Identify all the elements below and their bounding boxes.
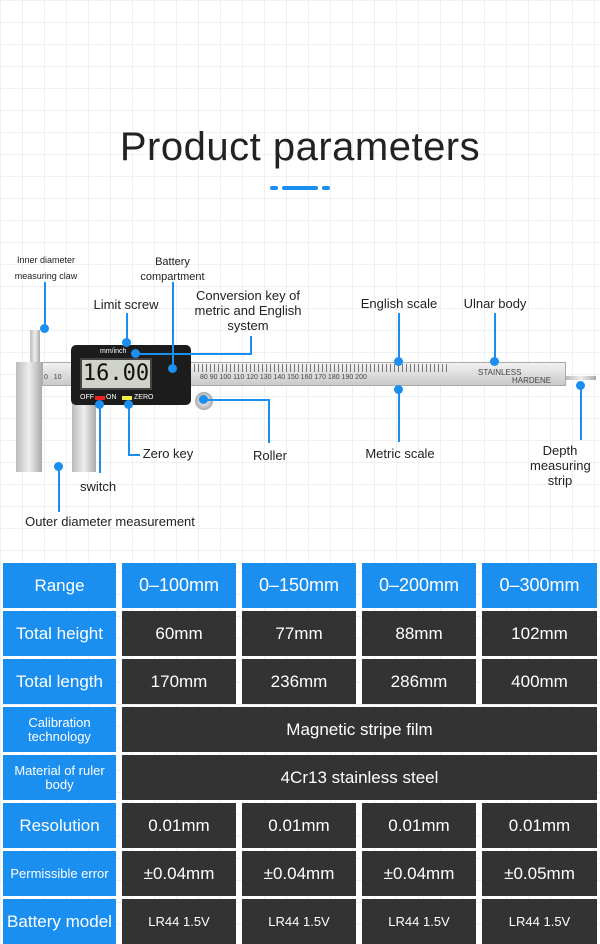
- off-text: OFF: [80, 394, 94, 401]
- table-cell: LR44 1.5V: [482, 899, 597, 944]
- table-cell: 0–150mm: [242, 563, 356, 608]
- mm-inch-key: mm/inch: [100, 348, 127, 355]
- table-cell: LR44 1.5V: [122, 899, 236, 944]
- table-cell: LR44 1.5V: [242, 899, 356, 944]
- table-cell: 0–300mm: [482, 563, 597, 608]
- table-cell: 60mm: [122, 611, 236, 656]
- stainless-text: STAINLESS: [478, 368, 522, 377]
- label-inner-diameter: Inner diameter measuring claw: [14, 255, 78, 281]
- row-label: Total length: [3, 659, 116, 704]
- label-ulnar-body: Ulnar body: [463, 296, 527, 311]
- label-zero-key: Zero key: [142, 446, 194, 461]
- table-cell: 286mm: [362, 659, 476, 704]
- table-cell: ±0.05mm: [482, 851, 597, 896]
- table-cell: 4Cr13 stainless steel: [122, 755, 597, 800]
- depth-rod: [566, 376, 596, 380]
- row-label: Total height: [3, 611, 116, 656]
- lcd-display: 16.00: [80, 358, 152, 390]
- table-cell: 77mm: [242, 611, 356, 656]
- label-outer-diameter: Outer diameter measurement: [25, 514, 195, 529]
- sliding-jaw: [72, 400, 96, 472]
- row-label: Battery model: [3, 899, 116, 944]
- table-cell: 0.01mm: [242, 803, 356, 848]
- scale-ticks: [190, 364, 450, 372]
- table-cell: 0.01mm: [362, 803, 476, 848]
- label-depth-strip: Depth measuring strip: [530, 443, 591, 488]
- on-text: ON: [106, 394, 117, 401]
- table-cell: 102mm: [482, 611, 597, 656]
- label-english-scale: English scale: [360, 296, 438, 311]
- table-cell: ±0.04mm: [242, 851, 356, 896]
- zero-text: ZERO: [134, 394, 154, 401]
- table-cell: LR44 1.5V: [362, 899, 476, 944]
- row-label: Material of ruler body: [3, 755, 116, 800]
- row-label: Permissible error: [3, 851, 116, 896]
- table-cell: 0.01mm: [122, 803, 236, 848]
- label-metric-scale: Metric scale: [365, 446, 435, 461]
- row-label: Resolution: [3, 803, 116, 848]
- table-cell: ±0.04mm: [122, 851, 236, 896]
- table-cell: 236mm: [242, 659, 356, 704]
- label-roller: Roller: [253, 448, 287, 463]
- page-title: Product parameters: [119, 125, 481, 169]
- fixed-jaw: [16, 362, 42, 472]
- table-cell: ±0.04mm: [362, 851, 476, 896]
- table-cell: 0.01mm: [482, 803, 597, 848]
- title-decoration: [322, 186, 330, 190]
- label-switch: switch: [79, 479, 117, 494]
- table-cell: 0–200mm: [362, 563, 476, 608]
- table-cell: 400mm: [482, 659, 597, 704]
- inner-claw: [30, 330, 40, 362]
- label-limit-screw: Limit screw: [93, 297, 159, 312]
- hardene-text: HARDENE: [512, 376, 552, 385]
- table-cell: 0–100mm: [122, 563, 236, 608]
- table-cell: 170mm: [122, 659, 236, 704]
- row-label: Calibration technology: [3, 707, 116, 752]
- table-cell: 88mm: [362, 611, 476, 656]
- title-decoration: [270, 186, 278, 190]
- label-conversion-key: Conversion key of metric and English sys…: [194, 288, 302, 333]
- label-battery: Battery compartment: [140, 256, 205, 283]
- title-decoration: [282, 186, 318, 190]
- table-cell: Magnetic stripe film: [122, 707, 597, 752]
- row-label: Range: [3, 563, 116, 608]
